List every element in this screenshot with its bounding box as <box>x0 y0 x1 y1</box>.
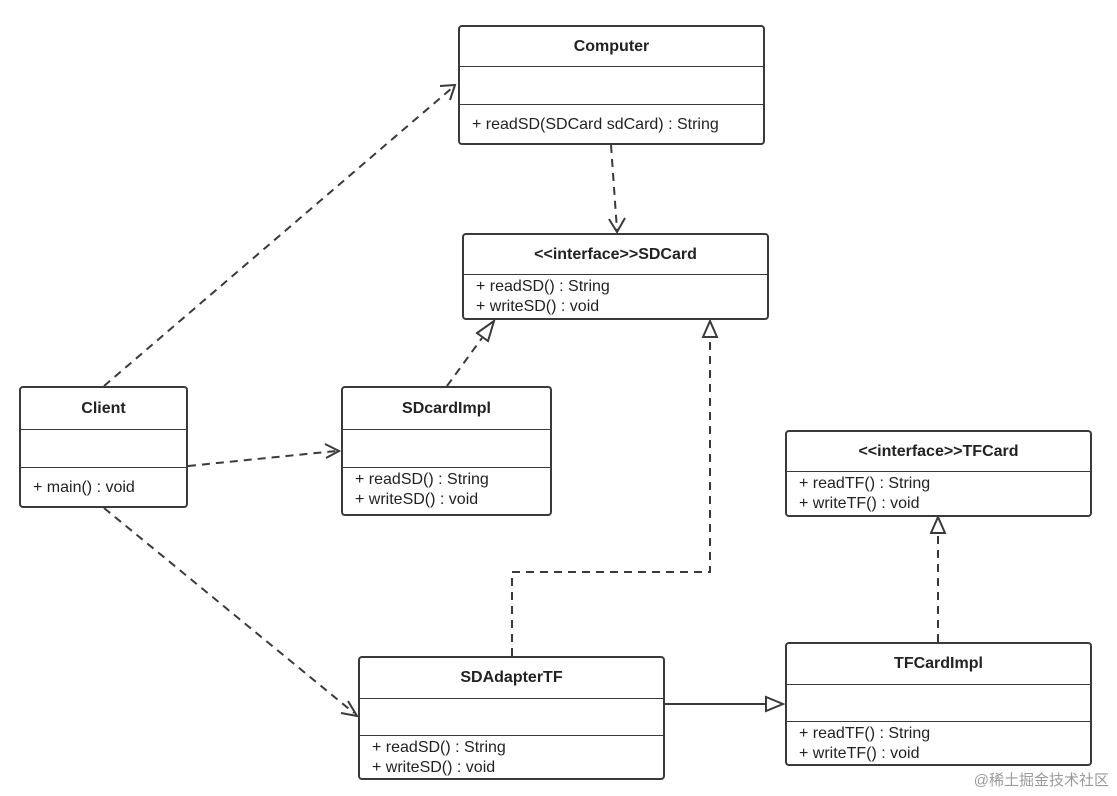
method: + readSD() : String <box>355 471 489 488</box>
class-tfcardimpl[interactable]: TFCardImpl + readTF() : String + writeTF… <box>785 642 1092 766</box>
methods-compartment: + readSD(SDCard sdCard) : String <box>460 105 763 143</box>
class-name: SDAdapterTF <box>360 658 663 699</box>
realization-sdcardimpl-sdcard <box>446 337 483 387</box>
method: + readSD(SDCard sdCard) : String <box>472 116 719 133</box>
realization-arrowhead <box>701 318 719 338</box>
dependency-client-sdcardimpl <box>187 450 337 467</box>
realization-arrowhead <box>475 318 496 343</box>
realization-arrowhead <box>929 514 947 534</box>
attributes-compartment <box>343 430 550 468</box>
methods-compartment: + readSD() : String + writeSD() : void <box>360 736 663 778</box>
method: + readTF() : String <box>799 475 931 492</box>
realization-sdadaptertf-sdcard <box>511 338 711 656</box>
attributes-compartment <box>21 430 186 468</box>
method: + readSD() : String <box>372 739 506 756</box>
dependency-computer-sdcard <box>610 144 618 231</box>
attributes-compartment <box>460 67 763 105</box>
association-arrowhead <box>765 695 786 713</box>
class-sdcardimpl[interactable]: SDcardImpl + readSD() : String + writeSD… <box>341 386 552 516</box>
class-name: SDcardImpl <box>343 388 550 430</box>
attributes-compartment <box>360 699 663 736</box>
methods-compartment: + main() : void <box>21 468 186 506</box>
dependency-client-computer <box>103 87 453 387</box>
class-sdadaptertf[interactable]: SDAdapterTF + readSD() : String + writeS… <box>358 656 665 780</box>
methods-compartment: + readTF() : String + writeTF() : void <box>787 472 1090 515</box>
methods-compartment: + readTF() : String + writeTF() : void <box>787 722 1090 764</box>
method: + readTF() : String <box>799 725 931 742</box>
method: + writeSD() : void <box>372 759 496 776</box>
arrowhead-open <box>340 700 360 718</box>
class-name: Computer <box>460 27 763 67</box>
dependency-client-sdadaptertf <box>103 507 355 714</box>
class-name: Client <box>21 388 186 430</box>
method: + writeSD() : void <box>476 298 600 315</box>
method: + main() : void <box>33 479 135 496</box>
class-name: <<interface>>SDCard <box>464 235 767 275</box>
class-client[interactable]: Client + main() : void <box>19 386 188 508</box>
method: + readSD() : String <box>476 278 610 295</box>
interface-tfcard[interactable]: <<interface>>TFCard + readTF() : String … <box>785 430 1092 517</box>
arrowhead-open <box>439 83 457 101</box>
method: + writeSD() : void <box>355 491 479 508</box>
watermark: @稀土掘金技术社区 <box>973 772 1109 789</box>
method: + writeTF() : void <box>799 495 920 512</box>
class-name: <<interface>>TFCard <box>787 432 1090 472</box>
attributes-compartment <box>787 685 1090 722</box>
arrowhead-open <box>324 443 342 459</box>
arrowhead-open <box>608 217 626 234</box>
methods-compartment: + readSD() : String + writeSD() : void <box>464 275 767 318</box>
interface-sdcard[interactable]: <<interface>>SDCard + readSD() : String … <box>462 233 769 320</box>
methods-compartment: + readSD() : String + writeSD() : void <box>343 468 550 514</box>
method: + writeTF() : void <box>799 745 920 762</box>
class-computer[interactable]: Computer + readSD(SDCard sdCard) : Strin… <box>458 25 765 145</box>
class-name: TFCardImpl <box>787 644 1090 685</box>
